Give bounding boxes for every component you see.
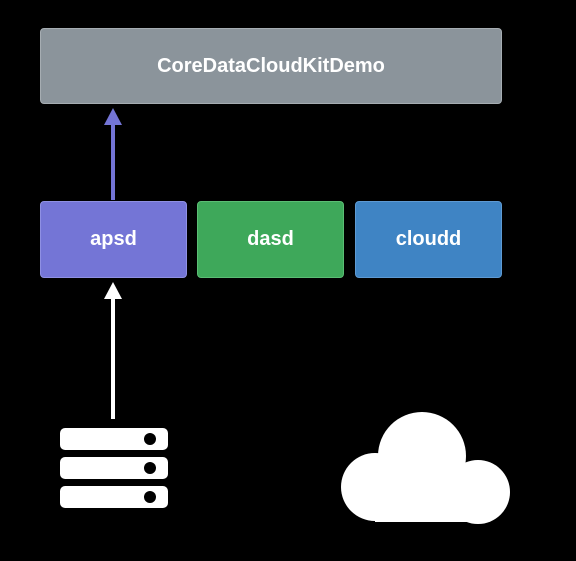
daemon-box-dasd: dasd	[197, 201, 344, 278]
daemon-box-cloudd: cloudd	[355, 201, 502, 278]
app-box-coredatacloudkitdemo: CoreDataCloudKitDemo	[40, 28, 502, 104]
cloud-icon	[341, 412, 510, 524]
daemon-label-apsd: apsd	[90, 228, 137, 250]
arrow-apsd-to-app	[104, 108, 122, 200]
daemon-label-dasd: dasd	[247, 228, 294, 250]
server-led-icon	[144, 491, 156, 503]
server-led-icon	[144, 433, 156, 445]
server-led-icon	[144, 462, 156, 474]
server-unit-bottom	[60, 486, 168, 508]
daemon-label-cloudd: cloudd	[395, 228, 462, 250]
daemon-box-apsd: apsd	[40, 201, 187, 278]
app-label: CoreDataCloudKitDemo	[157, 54, 385, 77]
arrow-server-to-apsd	[104, 282, 122, 419]
server-unit-middle	[60, 457, 168, 479]
server-unit-top	[60, 428, 168, 450]
